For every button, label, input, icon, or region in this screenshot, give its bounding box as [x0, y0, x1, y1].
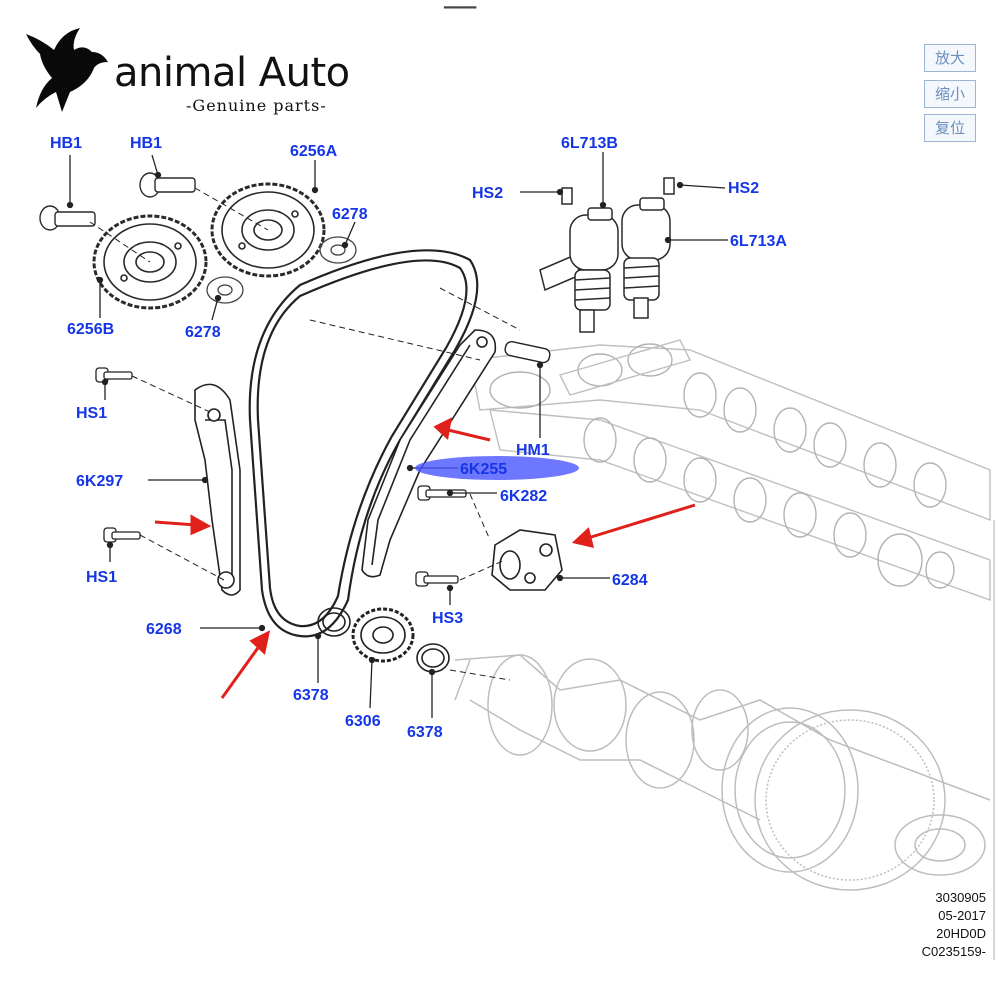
- oil-control-solenoids: [539, 177, 675, 333]
- label-hb1: HB1: [130, 135, 162, 152]
- label-6256b: 6256B: [67, 321, 114, 338]
- label-6378: 6378: [293, 687, 329, 704]
- spacer-rings-6378: [317, 607, 450, 673]
- chain-tensioner-6284: [491, 529, 563, 591]
- drawing-number: 3030905: [935, 890, 986, 905]
- part-labels: HB1 HB1 6256A 6278 6256B 6278 6L713B HS2…: [50, 135, 787, 741]
- label-hs1: HS1: [86, 569, 117, 586]
- label-hm1: HM1: [516, 442, 550, 459]
- label-hs3: HS3: [432, 610, 463, 627]
- drawing-reference: C0235159-: [921, 944, 986, 959]
- label-6306: 6306: [345, 713, 381, 730]
- reset-view-button[interactable]: 复位: [924, 114, 976, 142]
- label-6284: 6284: [612, 572, 648, 589]
- highlight-6k255: [415, 456, 579, 480]
- label-6k255: 6K255: [460, 461, 507, 478]
- washers-6278: [206, 236, 357, 304]
- fastener-bolts: [95, 367, 467, 587]
- camshaft-assembly: [469, 339, 991, 601]
- brand-logo: animal Auto -Genuine parts-: [22, 22, 362, 122]
- brand-name: animal Auto: [114, 50, 350, 96]
- drawing-date: 05-2017: [938, 908, 986, 923]
- label-hs1: HS1: [76, 405, 107, 422]
- dowel-hm1: [504, 340, 551, 364]
- label-6378: 6378: [407, 724, 443, 741]
- brand-tagline: -Genuine parts-: [186, 96, 327, 115]
- label-6278: 6278: [332, 206, 368, 223]
- label-6278: 6278: [185, 324, 221, 341]
- zoom-in-button[interactable]: 放大: [924, 44, 976, 72]
- label-hs2: HS2: [728, 180, 759, 197]
- chain-guide-6k255: [361, 329, 497, 578]
- cropped-toolbar-fragment: ▁▁▁: [444, 0, 477, 8]
- crankshaft-assembly: [454, 654, 991, 891]
- tensioner-arm-6k297: [194, 383, 241, 596]
- label-6256a: 6256A: [290, 143, 338, 160]
- hb1-bolts: [39, 172, 196, 231]
- label-hb1: HB1: [50, 135, 82, 152]
- timing-chain-6268: [248, 249, 479, 638]
- leader-lines: [66, 152, 728, 718]
- dove-logo-icon: [26, 28, 108, 112]
- label-6k282: 6K282: [500, 488, 547, 505]
- label-6k297: 6K297: [76, 473, 123, 490]
- label-6268: 6268: [146, 621, 182, 638]
- assembly-lines: [89, 187, 521, 681]
- label-6l713b: 6L713B: [561, 135, 618, 152]
- label-hs2: HS2: [472, 185, 503, 202]
- red-callout-arrows: [154, 417, 696, 699]
- crank-sprocket-6306: [351, 607, 415, 663]
- drawing-code: 20HD0D: [936, 926, 986, 941]
- label-6l713a: 6L713A: [730, 233, 787, 250]
- zoom-out-button[interactable]: 缩小: [924, 80, 976, 108]
